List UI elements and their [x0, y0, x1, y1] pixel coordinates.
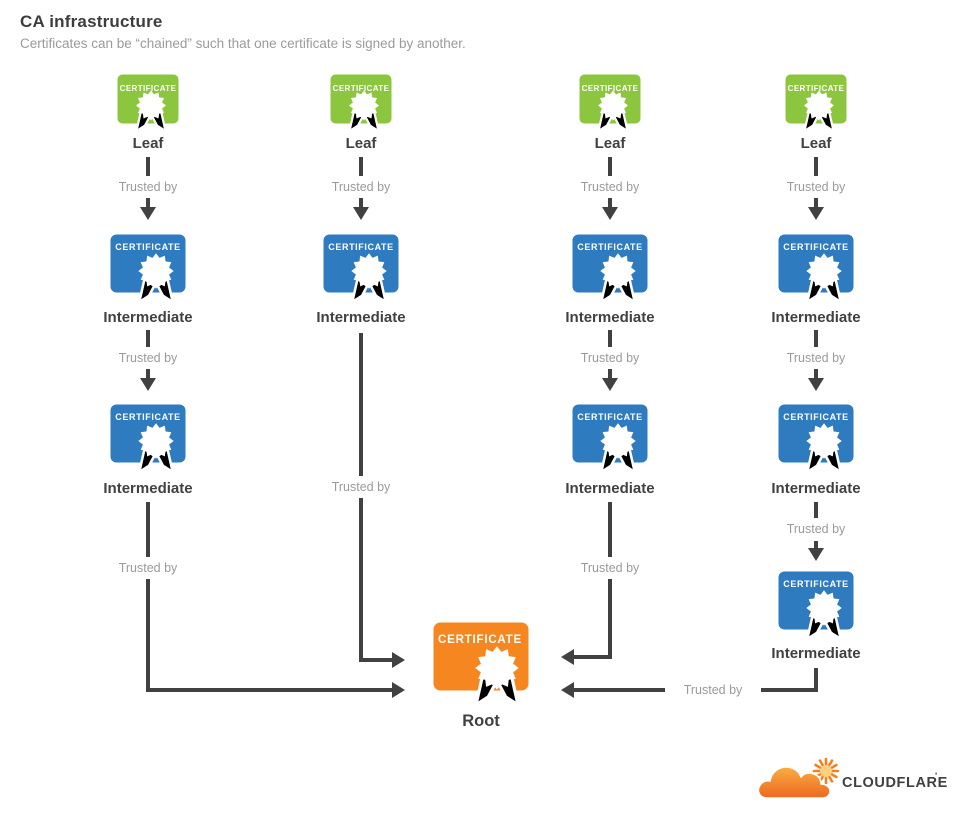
certificate-icon: CERTIFICATE	[323, 234, 399, 304]
trusted-by-label: Trusted by	[562, 351, 658, 365]
root-certificate: CERTIFICATE	[433, 622, 529, 715]
certificate-icon: CERTIFICATE	[785, 74, 847, 133]
node-label-intermediate: Intermediate	[316, 309, 406, 326]
certificate-ribbon-text: CERTIFICATE	[438, 634, 522, 646]
certificate-icon: CERTIFICATE	[433, 622, 529, 707]
connector-col3-int-root	[574, 502, 612, 659]
cloudflare-wordmark: CLOUDFLARE	[842, 775, 948, 791]
certificate-ribbon-text: CERTIFICATE	[783, 579, 848, 589]
certificate-ribbon-text: CERTIFICATE	[577, 412, 642, 422]
connector-col1-int-root	[146, 502, 392, 692]
arrowhead-down	[140, 207, 156, 220]
certificate-ribbon-text: CERTIFICATE	[788, 84, 845, 93]
trusted-by-label: Trusted by	[562, 561, 658, 575]
column3-connectors	[561, 157, 618, 665]
trusted-by-label: Trusted by	[768, 180, 864, 194]
cloudflare-logo-graphic: CLOUDFLARE '	[757, 757, 948, 799]
intermediate-certificate: CERTIFICATE	[323, 234, 399, 311]
certificate-icon: CERTIFICATE	[579, 74, 641, 133]
cloudflare-logo: CLOUDFLARE '	[752, 756, 948, 809]
arrowhead-right	[392, 682, 405, 698]
node-label-intermediate: Intermediate	[771, 309, 861, 326]
node-label-intermediate: Intermediate	[565, 309, 655, 326]
certificate-ribbon-text: CERTIFICATE	[582, 84, 639, 93]
cloud-icon	[757, 766, 831, 799]
arrowhead-down	[808, 378, 824, 391]
arrowhead-down	[602, 207, 618, 220]
node-label-intermediate: Intermediate	[103, 480, 193, 497]
intermediate-certificate: CERTIFICATE	[572, 404, 648, 481]
intermediate-certificate: CERTIFICATE	[110, 404, 186, 481]
leaf-certificate: CERTIFICATE	[330, 74, 392, 139]
node-label-leaf: Leaf	[800, 135, 832, 152]
certificate-ribbon-text: CERTIFICATE	[120, 84, 177, 93]
arrowhead-down	[808, 207, 824, 220]
page-title: CA infrastructure	[20, 12, 163, 31]
node-label-intermediate: Intermediate	[771, 645, 861, 662]
leaf-certificate: CERTIFICATE	[579, 74, 641, 139]
node-label-leaf: Leaf	[345, 135, 377, 152]
connector-col2-int-root	[359, 333, 392, 662]
node-label-intermediate: Intermediate	[771, 480, 861, 497]
intermediate-certificate: CERTIFICATE	[778, 404, 854, 481]
intermediate-certificate: CERTIFICATE	[572, 234, 648, 311]
trusted-by-label: Trusted by	[100, 180, 196, 194]
certificate-ribbon-text: CERTIFICATE	[783, 412, 848, 422]
arrowhead-left	[561, 682, 574, 698]
certificate-icon: CERTIFICATE	[778, 571, 854, 641]
sunburst-icon	[812, 757, 840, 785]
header: CA infrastructure Certificates can be “c…	[20, 12, 466, 51]
certificate-icon: CERTIFICATE	[117, 74, 179, 133]
certificate-icon: CERTIFICATE	[572, 404, 648, 474]
column1-connectors	[140, 157, 405, 698]
node-label-intermediate: Intermediate	[103, 309, 193, 326]
arrowhead-down	[140, 378, 156, 391]
certificate-icon: CERTIFICATE	[110, 404, 186, 474]
arrowhead-right	[392, 652, 405, 668]
node-label-intermediate: Intermediate	[565, 480, 655, 497]
arrowhead-down	[353, 207, 369, 220]
node-label-leaf: Leaf	[132, 135, 164, 152]
leaf-certificate: CERTIFICATE	[785, 74, 847, 139]
trusted-by-label: Trusted by	[665, 683, 761, 697]
node-label-root: Root	[462, 712, 500, 730]
certificate-ribbon-text: CERTIFICATE	[577, 242, 642, 252]
cloudflare-trademark: '	[935, 771, 938, 781]
intermediate-certificate: CERTIFICATE	[110, 234, 186, 311]
trusted-by-label: Trusted by	[313, 180, 409, 194]
connector-col4-int-root	[574, 668, 818, 692]
trusted-by-label: Trusted by	[100, 351, 196, 365]
trusted-by-label: Trusted by	[100, 561, 196, 575]
leaf-certificate: CERTIFICATE	[117, 74, 179, 139]
trusted-by-label: Trusted by	[768, 522, 864, 536]
arrowhead-down	[808, 548, 824, 561]
node-label-leaf: Leaf	[594, 135, 626, 152]
certificate-ribbon-text: CERTIFICATE	[333, 84, 390, 93]
certificate-icon: CERTIFICATE	[110, 234, 186, 304]
column2-connectors	[353, 157, 405, 668]
certificate-icon: CERTIFICATE	[778, 404, 854, 474]
page-subtitle: Certificates can be “chained” such that …	[20, 36, 466, 51]
arrowhead-down	[602, 378, 618, 391]
column4-connectors	[561, 157, 824, 698]
trusted-by-label: Trusted by	[313, 480, 409, 494]
arrowhead-left	[561, 649, 574, 665]
intermediate-certificate: CERTIFICATE	[778, 571, 854, 648]
certificate-ribbon-text: CERTIFICATE	[115, 412, 180, 422]
intermediate-certificate: CERTIFICATE	[778, 234, 854, 311]
trusted-by-label: Trusted by	[768, 351, 864, 365]
certificate-ribbon-text: CERTIFICATE	[783, 242, 848, 252]
certificate-icon: CERTIFICATE	[778, 234, 854, 304]
trusted-by-label: Trusted by	[562, 180, 658, 194]
certificate-ribbon-text: CERTIFICATE	[328, 242, 393, 252]
certificate-icon: CERTIFICATE	[572, 234, 648, 304]
certificate-icon: CERTIFICATE	[330, 74, 392, 133]
certificate-ribbon-text: CERTIFICATE	[115, 242, 180, 252]
